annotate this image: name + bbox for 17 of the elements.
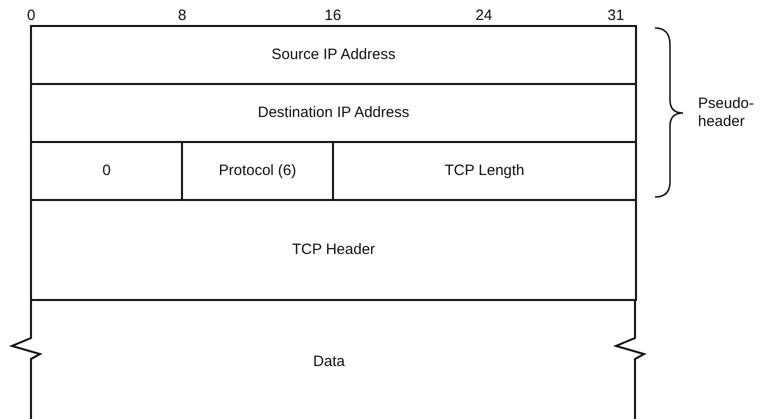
field-label: Source IP Address	[272, 46, 396, 64]
data-block	[12, 299, 646, 419]
bit-number: 16	[324, 7, 342, 25]
header-block	[30, 199, 637, 301]
field-label: Destination IP Address	[258, 104, 410, 122]
bit-number: 31	[608, 7, 624, 25]
field-cell	[30, 83, 637, 143]
field-cell	[30, 25, 637, 85]
bit-number: 0	[27, 7, 36, 25]
field-label: TCP Header	[292, 241, 376, 259]
field-label: Data	[313, 352, 345, 370]
field-label: 0	[102, 162, 111, 180]
brace-label: Pseudo-header	[698, 95, 755, 131]
bit-number: 8	[178, 7, 186, 25]
field-label: TCP Length	[444, 162, 524, 180]
field-label: Protocol (6)	[218, 162, 298, 180]
bit-number: 24	[476, 7, 492, 25]
